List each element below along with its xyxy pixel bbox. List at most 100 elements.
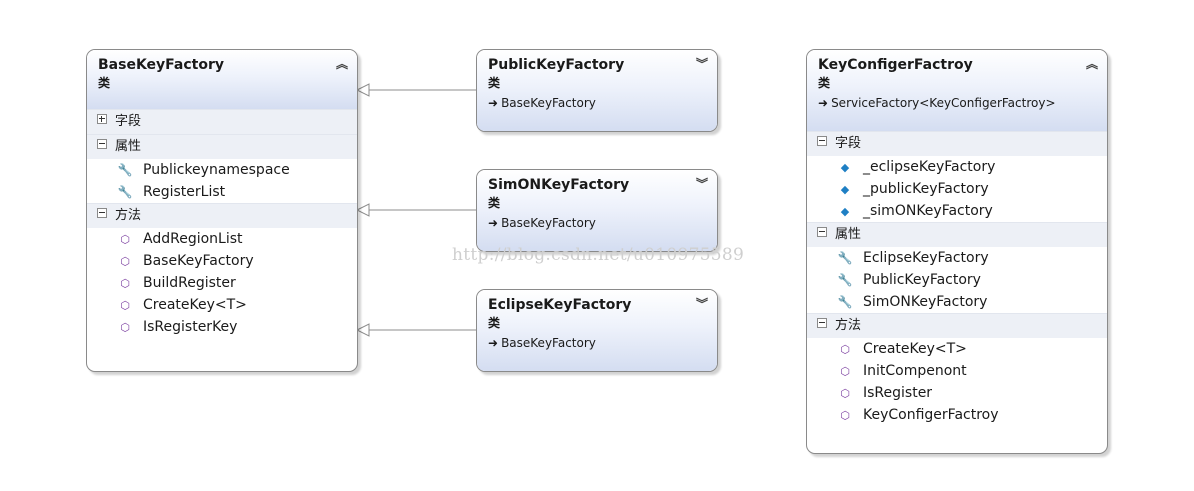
field-item[interactable]: ◆ _publicKeyFactory [807, 178, 1107, 200]
section-label: 属性 [835, 227, 862, 242]
class-box-eclipsekeyfactory[interactable]: EclipseKeyFactory 类 ➜BaseKeyFactory ︾ [476, 289, 718, 372]
class-title: KeyConfigerFactroy [818, 57, 973, 73]
inherit-arrow-icon: ➜ [818, 96, 829, 110]
class-box-simonkeyfactory[interactable]: SimONKeyFactory 类 ➜BaseKeyFactory ︾ [476, 169, 718, 252]
collapse-toggle-icon[interactable] [97, 208, 107, 218]
member-label: KeyConfigerFactroy [863, 407, 999, 423]
class-title: BaseKeyFactory [98, 57, 224, 73]
property-item[interactable]: 🔧 RegisterList [87, 181, 357, 203]
member-label: Publickeynamespace [143, 162, 290, 178]
field-item[interactable]: ◆ _simONKeyFactory [807, 200, 1107, 222]
method-cube-icon: ⬡ [840, 409, 850, 422]
watermark-text: http://blog.csdn.net/u010975589 [452, 245, 745, 265]
wrench-property-icon: 🔧 [837, 273, 853, 287]
inherit-arrow-icon: ➜ [488, 216, 499, 230]
wrench-property-icon: 🔧 [837, 251, 853, 265]
chevron-double-down-icon[interactable]: ︾ [695, 297, 708, 311]
member-label: AddRegionList [143, 231, 243, 247]
class-box-basekeyfactory[interactable]: BaseKeyFactory 类 ︽ 字段 属性 🔧 Publickeynames… [86, 49, 358, 372]
base-type-label: ➜ServiceFactory<KeyConfigerFactroy> [818, 93, 1096, 113]
method-item[interactable]: ⬡ AddRegionList [87, 228, 357, 250]
class-box-keyconfigerfactroy[interactable]: KeyConfigerFactroy 类 ➜ServiceFactory<Key… [806, 49, 1108, 454]
chevron-double-down-icon[interactable]: ︾ [695, 177, 708, 191]
property-item[interactable]: 🔧 Publickeynamespace [87, 159, 357, 181]
member-label: CreateKey<T> [863, 341, 967, 357]
method-cube-icon: ⬡ [120, 277, 130, 290]
class-kind: 类 [488, 316, 501, 330]
class-header[interactable]: BaseKeyFactory 类 ︽ [87, 50, 357, 109]
inherit-arrowhead-simon [355, 203, 370, 217]
method-item[interactable]: ⬡ CreateKey<T> [87, 294, 357, 316]
expand-toggle-icon[interactable] [97, 114, 107, 124]
private-field-icon: ◆ [840, 205, 850, 218]
class-title: PublicKeyFactory [488, 57, 625, 73]
method-item[interactable]: ⬡BaseKeyFactory [87, 250, 357, 272]
inherit-arrow-icon: ➜ [488, 336, 499, 350]
section-label: 属性 [115, 139, 142, 154]
member-label: _publicKeyFactory [863, 181, 989, 197]
property-item[interactable]: 🔧SimONKeyFactory [807, 291, 1107, 313]
base-type-name: BaseKeyFactory [501, 216, 596, 230]
wrench-property-icon: 🔧 [117, 163, 133, 177]
method-cube-icon: ⬡ [840, 387, 850, 400]
member-label: BaseKeyFactory [143, 253, 254, 269]
section-properties[interactable]: 属性 [807, 222, 1107, 247]
section-label: 方法 [835, 318, 862, 333]
class-kind: 类 [488, 196, 501, 210]
method-item[interactable]: ⬡ IsRegisterKey [87, 316, 357, 338]
section-methods[interactable]: 方法 [807, 313, 1107, 338]
section-fields[interactable]: 字段 [807, 131, 1107, 156]
method-item[interactable]: ⬡ BuildRegister [87, 272, 357, 294]
collapse-toggle-icon[interactable] [817, 318, 827, 328]
chevron-double-down-icon[interactable]: ︾ [695, 57, 708, 71]
member-label: _eclipseKeyFactory [863, 159, 996, 175]
class-header[interactable]: EclipseKeyFactory 类 ➜BaseKeyFactory ︾ [477, 290, 717, 371]
wrench-property-icon: 🔧 [117, 185, 133, 199]
inherit-arrowhead-eclipse [355, 323, 370, 337]
member-label: _simONKeyFactory [863, 203, 993, 219]
section-methods[interactable]: 方法 [87, 203, 357, 228]
class-title: EclipseKeyFactory [488, 297, 632, 313]
method-cube-icon: ⬡ [840, 343, 850, 356]
method-cube-icon: ⬡ [120, 233, 130, 246]
method-cube-icon: ⬡ [120, 321, 130, 334]
section-label: 方法 [115, 208, 142, 223]
member-label: IsRegisterKey [143, 319, 238, 335]
base-type-label: ➜BaseKeyFactory [488, 93, 706, 113]
member-label: RegisterList [143, 184, 226, 200]
property-item[interactable]: 🔧 PublicKeyFactory [807, 269, 1107, 291]
base-type-name: BaseKeyFactory [501, 96, 596, 110]
collapse-toggle-icon[interactable] [817, 136, 827, 146]
collapse-toggle-icon[interactable] [97, 139, 107, 149]
private-field-icon: ◆ [840, 183, 850, 196]
class-header[interactable]: SimONKeyFactory 类 ➜BaseKeyFactory ︾ [477, 170, 717, 251]
class-kind: 类 [818, 76, 831, 90]
method-cube-icon: ⬡ [120, 299, 130, 312]
member-label: CreateKey<T> [143, 297, 247, 313]
section-properties[interactable]: 属性 [87, 134, 357, 159]
member-label: PublicKeyFactory [863, 272, 981, 288]
member-label: EclipseKeyFactory [863, 250, 989, 266]
collapse-toggle-icon[interactable] [817, 227, 827, 237]
class-box-publickeyfactory[interactable]: PublicKeyFactory 类 ➜BaseKeyFactory ︾ [476, 49, 718, 132]
member-label: BuildRegister [143, 275, 236, 291]
method-item[interactable]: ⬡ KeyConfigerFactroy [807, 404, 1107, 426]
method-item[interactable]: ⬡InitCompenont [807, 360, 1107, 382]
method-item[interactable]: ⬡IsRegister [807, 382, 1107, 404]
method-item[interactable]: ⬡ CreateKey<T> [807, 338, 1107, 360]
base-type-label: ➜BaseKeyFactory [488, 333, 706, 353]
section-fields[interactable]: 字段 [87, 109, 357, 134]
base-type-label: ➜BaseKeyFactory [488, 213, 706, 233]
class-header[interactable]: PublicKeyFactory 类 ➜BaseKeyFactory ︾ [477, 50, 717, 131]
class-kind: 类 [488, 76, 501, 90]
chevron-double-up-icon[interactable]: ︽ [1085, 57, 1098, 71]
property-item[interactable]: 🔧 EclipseKeyFactory [807, 247, 1107, 269]
private-field-icon: ◆ [840, 161, 850, 174]
class-header[interactable]: KeyConfigerFactroy 类 ➜ServiceFactory<Key… [807, 50, 1107, 131]
class-title: SimONKeyFactory [488, 177, 630, 193]
section-label: 字段 [835, 136, 862, 151]
member-label: SimONKeyFactory [863, 294, 988, 310]
inherit-arrow-icon: ➜ [488, 96, 499, 110]
field-item[interactable]: ◆ _eclipseKeyFactory [807, 156, 1107, 178]
chevron-double-up-icon[interactable]: ︽ [335, 57, 348, 71]
